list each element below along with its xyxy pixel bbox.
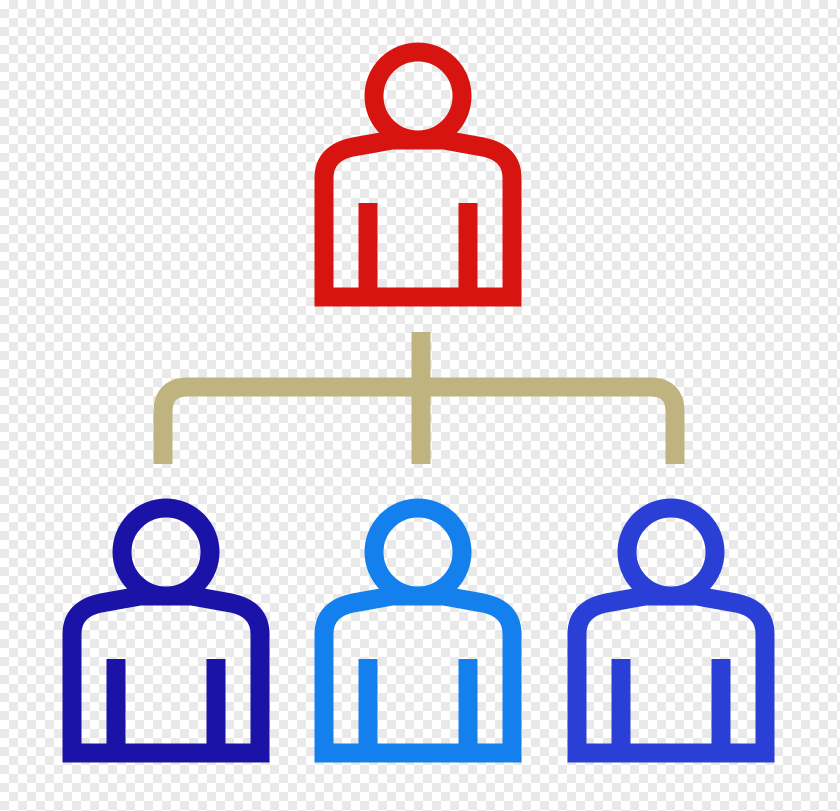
connector-bar (153, 377, 685, 464)
person-body (567, 586, 775, 763)
person-body (62, 586, 270, 763)
person-bottom-right-icon (567, 498, 775, 763)
person-top-icon (314, 42, 522, 307)
hierarchy-connector-icon (153, 332, 685, 464)
person-head (364, 42, 472, 150)
person-body (314, 130, 522, 307)
person-head (364, 498, 472, 606)
person-head (112, 498, 220, 606)
person-head (617, 498, 725, 606)
person-body (314, 586, 522, 763)
person-bottom-center-icon (314, 498, 522, 763)
person-bottom-left-icon (62, 498, 270, 763)
